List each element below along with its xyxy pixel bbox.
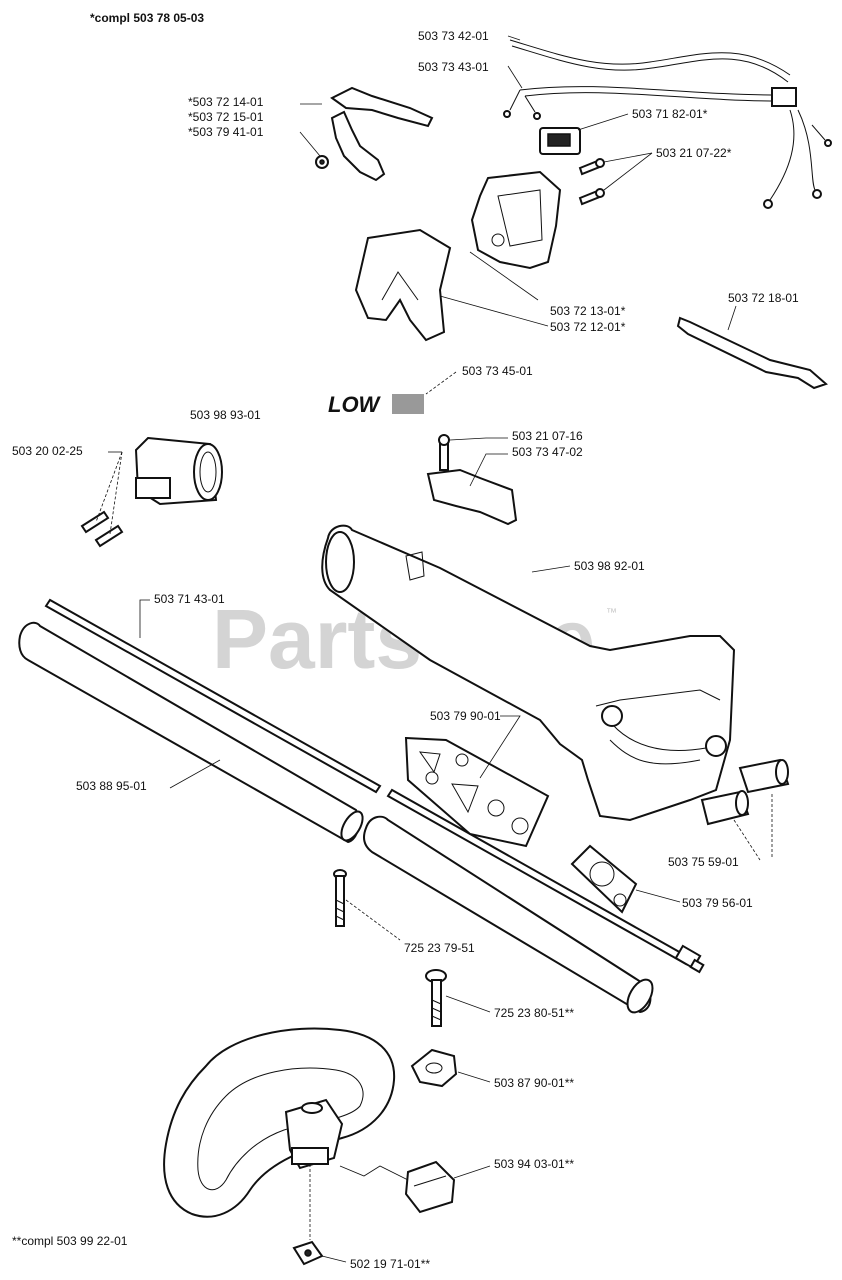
low-decal: LOW [326,392,424,417]
loop-handle [163,1027,396,1218]
label-p20: 503 75 59-01 [668,855,739,869]
label-p4: *503 72 15-01 [188,110,264,124]
label-p5: *503 79 41-01 [188,125,264,139]
stop-switch [539,127,581,155]
screws-cover [80,510,124,548]
cylinder-cover [134,436,223,506]
label-p7: 503 21 07-22* [656,146,732,160]
throttle-trigger [315,86,434,182]
square-nut [292,1240,324,1266]
compl-note-top: *compl 503 78 05-03 [90,11,204,25]
label-p6: 503 71 82-01* [632,107,708,121]
decal-low-text: LOW [328,392,382,417]
wire-harness [503,39,832,209]
handle-housing-left [354,228,452,342]
bolt-handle [425,969,447,1027]
compl-note-bottom: **compl 503 99 22-01 [12,1234,128,1248]
drive-shaft [44,598,705,974]
screws-handle [578,158,605,206]
handle-clamp [404,1160,456,1214]
warning-decal [404,736,550,848]
label-p24: 503 87 90-01** [494,1076,574,1090]
label-p13: 503 20 02-25 [12,444,83,458]
handle-housing-right [470,170,562,270]
label-p9: 503 72 12-01* [550,320,626,334]
label-p16: 503 98 92-01 [574,559,645,573]
label-p3: *503 72 14-01 [188,95,264,109]
drive-tube [18,621,654,1014]
lock-lever [676,316,828,390]
knob-nut [410,1048,458,1088]
label-p1: 503 73 42-01 [418,29,489,43]
label-p25: 503 94 03-01** [494,1157,574,1171]
label-p19: 503 88 95-01 [76,779,147,793]
watermark-trademark: ™ [606,607,617,619]
label-p15: 503 73 47-02 [512,445,583,459]
label-p10: 503 72 18-01 [728,291,799,305]
label-p23: 725 23 80-51** [494,1006,574,1020]
shaft-housing [321,524,736,822]
plugs [700,758,790,826]
label-p8: 503 72 13-01* [550,304,626,318]
label-p22: 725 23 79-51 [404,941,475,955]
bolt-long [333,869,347,927]
label-p18: 503 79 90-01 [430,709,501,723]
label-p17: 503 71 43-01 [154,592,225,606]
label-p11: 503 73 45-01 [462,364,533,378]
label-p14: 503 21 07-16 [512,429,583,443]
rotation-decal [570,844,638,914]
label-p21: 503 79 56-01 [682,896,753,910]
label-p26: 502 19 71-01** [350,1257,430,1271]
clamp-bracket [426,434,518,526]
label-p2: 503 73 43-01 [418,60,489,74]
label-p12: 503 98 93-01 [190,408,261,422]
